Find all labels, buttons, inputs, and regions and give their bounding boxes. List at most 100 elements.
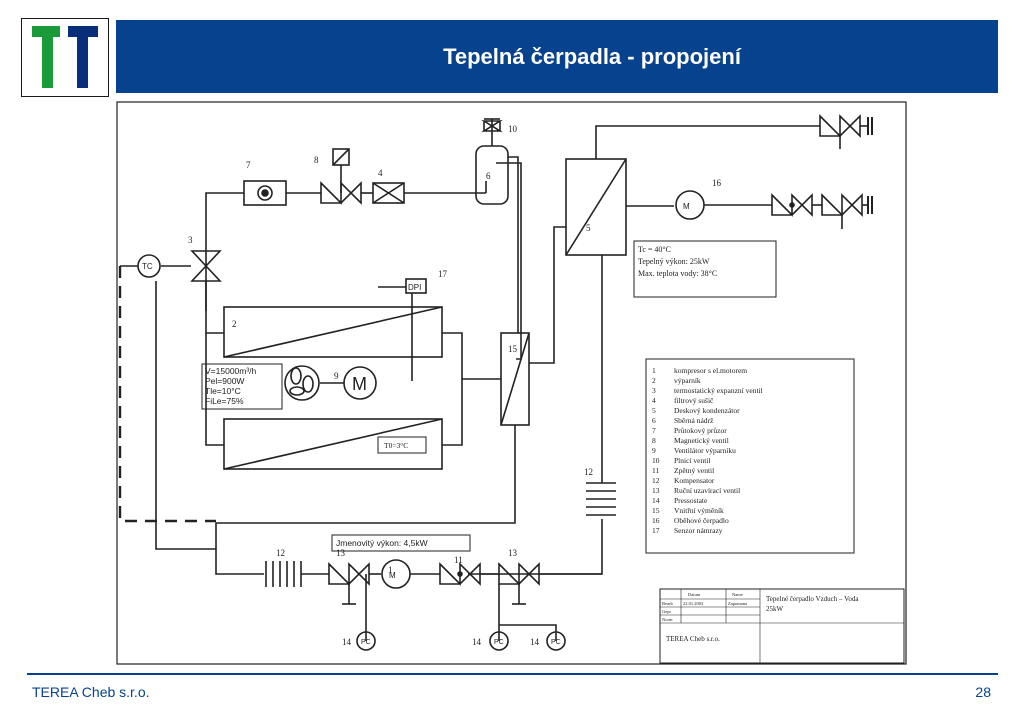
fan-motor: [343, 366, 377, 400]
compressor: [381, 559, 411, 589]
label-15: 15: [508, 344, 518, 354]
condenser-info-box: [633, 240, 777, 298]
condenser-info-2: Tepelný výkon: 25kW: [638, 257, 710, 266]
label-16: 16: [712, 178, 722, 188]
legend-num-1: 1: [652, 366, 656, 375]
rated-power-text: Jmenovitý výkon: 4,5kW: [336, 538, 428, 548]
tb-row-norm: Norm: [662, 617, 673, 622]
legend-num-9: 9: [652, 446, 656, 455]
legend-text-3: termostatický expanzní ventil: [674, 386, 763, 395]
legend-text-9: Ventilátor výparníku: [674, 446, 736, 455]
pc-label-2: PC: [494, 639, 504, 646]
solenoid-valve: [320, 181, 362, 205]
legend-text-8: Magnetický ventil: [674, 436, 729, 445]
legend-num-12: 12: [652, 476, 660, 485]
label-10: 10: [508, 124, 518, 134]
tb-drawing-title: Tepelné čerpadlo Vzduch – Voda: [766, 595, 859, 603]
water-valve-top: [819, 114, 861, 138]
sight-glass: [243, 180, 287, 206]
legend-num-8: 8: [652, 436, 656, 445]
legend-num-7: 7: [652, 426, 656, 435]
legend-text-17: Senzor námrazy: [674, 526, 723, 535]
legend-num-13: 13: [652, 486, 660, 495]
legend-text-6: Sběrná nádrž: [674, 416, 714, 425]
pressostat-right: [546, 631, 566, 651]
legend-num-3: 3: [652, 386, 656, 395]
tb-col-datum: Datum: [688, 592, 701, 597]
tb-bearb-name: Zapomana: [728, 601, 747, 606]
t0-box: [377, 436, 427, 454]
fan-motor-m-label: M: [352, 374, 367, 394]
logo-mark: [32, 26, 98, 88]
tb-row-bearb: Bearb: [662, 601, 673, 606]
tc-label: TC: [142, 262, 153, 271]
label-6: 6: [486, 171, 491, 181]
label-5: 5: [586, 223, 591, 233]
label-14a: 14: [342, 637, 352, 647]
pump-m-label: M: [683, 202, 690, 211]
schematic-diagram: 1 2 3 4 5 6 7 8 9 10 11 12 12 13 13 14 1…: [116, 101, 908, 666]
label-2: 2: [232, 319, 237, 329]
label-7: 7: [246, 160, 251, 170]
legend-num-10: 10: [652, 456, 660, 465]
legend-num-5: 5: [652, 406, 656, 415]
circulation-pump: [675, 190, 705, 220]
legend-text-13: Ruční uzavírací ventil: [674, 486, 740, 495]
legend-text-10: Plnicí ventil: [674, 456, 710, 465]
evaporator-upper: [223, 306, 443, 358]
legend-num-17: 17: [652, 526, 660, 535]
dpi-sensor: [405, 278, 427, 294]
legend-text-7: Průtokový průzor: [674, 426, 727, 435]
fan-param-3: Tle=10°C: [205, 386, 241, 396]
pressostat-middle: [489, 631, 509, 651]
label-8: 8: [314, 155, 319, 165]
label-11: 11: [454, 555, 463, 565]
condenser-info-3: Max. teplota vody: 38°C: [638, 269, 717, 278]
dpi-label: DPI: [408, 283, 421, 292]
page-title: Tepelná čerpadla - propojení: [443, 43, 741, 69]
label-14c: 14: [530, 637, 540, 647]
title-block: [659, 588, 905, 664]
tb-drawing-power: 25kW: [766, 605, 784, 613]
rated-power-box: [331, 534, 471, 552]
compressor-m-label: M: [389, 571, 396, 580]
legend-text-4: filtrový sušič: [674, 396, 714, 405]
t0-text: T0=3°C: [384, 441, 408, 450]
legend-num-2: 2: [652, 376, 656, 385]
legend-num-6: 6: [652, 416, 656, 425]
company-logo: [21, 18, 109, 97]
legend-text-12: Kompensator: [674, 476, 715, 485]
filter-drier: [372, 182, 405, 204]
legend-box: [645, 358, 855, 554]
fan-param-2: Pel=900W: [205, 376, 244, 386]
diagram-border: [116, 101, 907, 665]
footer-company: TEREA Cheb s.r.o.: [32, 684, 150, 700]
water-valve-bottom: [821, 193, 863, 217]
legend-num-16: 16: [652, 516, 660, 525]
dashed-sensor-line: [118, 266, 216, 523]
legend-num-11: 11: [652, 466, 659, 475]
footer-divider: [27, 673, 998, 675]
pressostat-left: [356, 631, 376, 651]
legend-num-4: 4: [652, 396, 656, 405]
tb-col-name: Name: [732, 592, 743, 597]
schematic-svg: 1 2 3 4 5 6 7 8 9 10 11 12 12 13 13 14 1…: [116, 101, 907, 665]
fan-param-1: V=15000m³/h: [205, 366, 257, 376]
legend-text-5: Deskový kondenzátor: [674, 406, 740, 415]
legend-text-1: kompresor s el.motorem: [674, 366, 747, 375]
legend-text-16: Oběhové čerpadlo: [674, 516, 729, 525]
shutoff-valve-left: [328, 562, 370, 586]
page-number: 28: [975, 684, 991, 700]
fan: [284, 365, 320, 401]
legend-num-15: 15: [652, 506, 660, 515]
pipe: [205, 192, 244, 251]
legend-text-2: výparník: [674, 376, 701, 385]
legend-text-11: Zpětný ventil: [674, 466, 714, 475]
label-13a: 13: [336, 548, 346, 558]
header-bar: Tepelná čerpadla - propojení: [116, 20, 998, 93]
legend-text-15: Vnitřní výměník: [674, 506, 724, 515]
evaporator-lower: [223, 418, 443, 470]
pc-label-3: PC: [551, 639, 561, 646]
label-14b: 14: [472, 637, 482, 647]
label-3: 3: [188, 235, 193, 245]
